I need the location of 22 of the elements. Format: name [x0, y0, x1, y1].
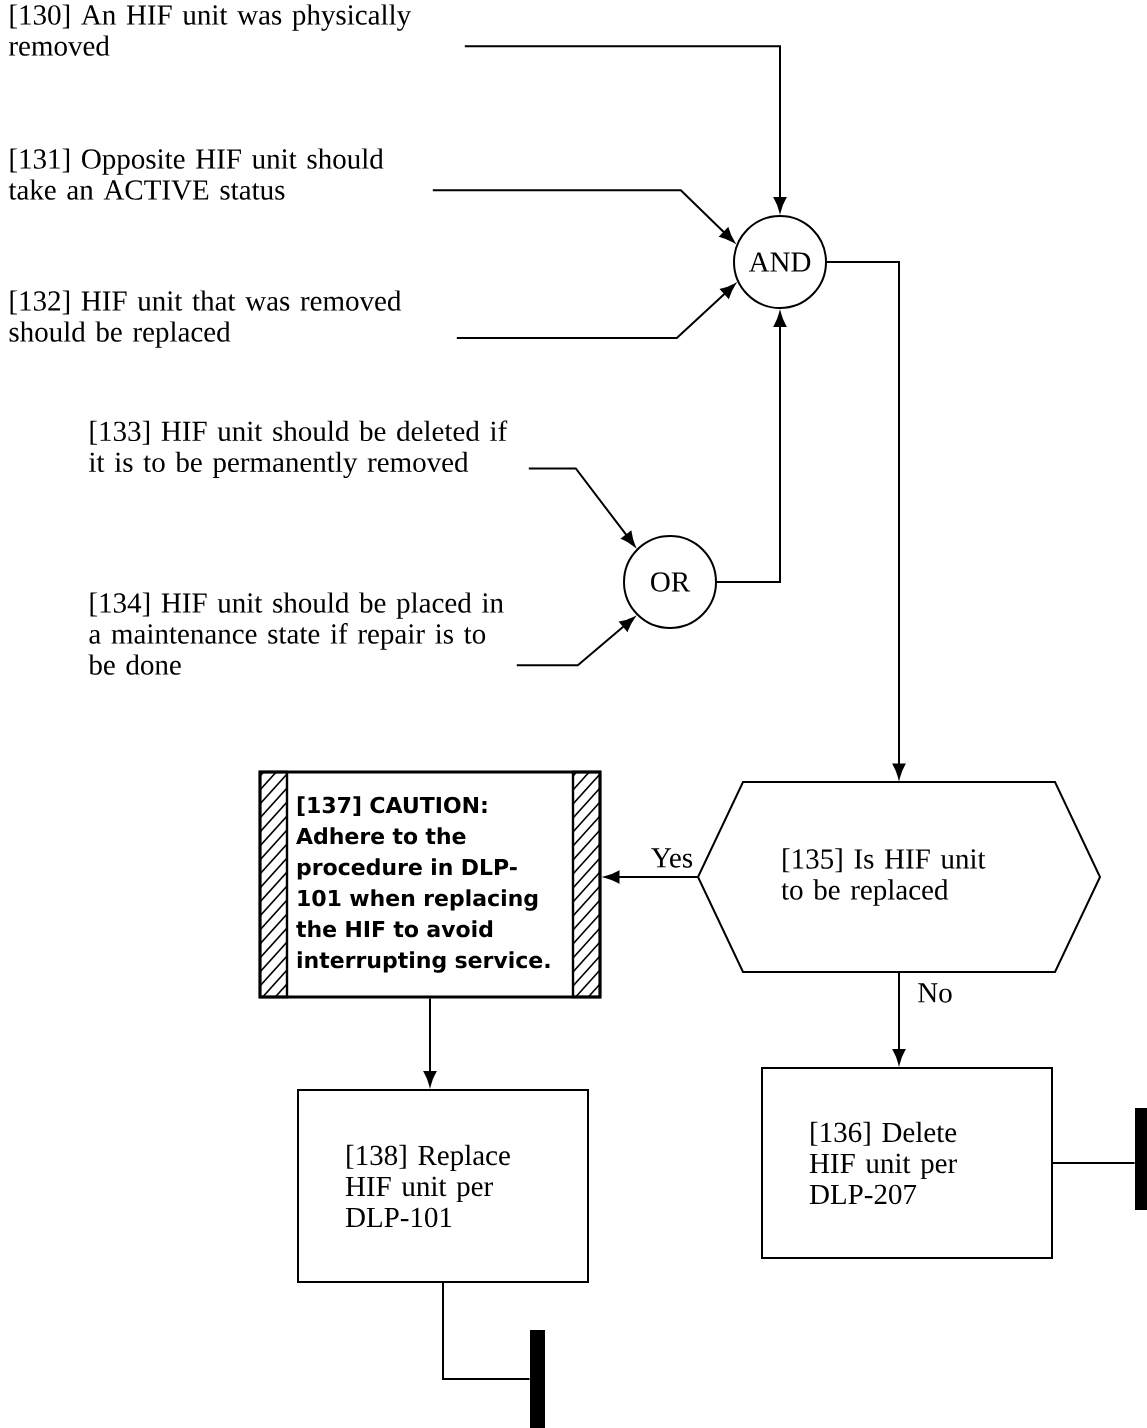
edge-label: No — [915, 981, 955, 1005]
statement-text: [134] HIF unit should be placed in a maintenance state if repair is to be done — [88, 592, 504, 675]
arrow — [604, 870, 699, 884]
end-bar — [530, 1330, 545, 1428]
process-box: [136] Delete HIF unit per DLP-207 — [761, 1067, 1053, 1259]
arrow — [892, 971, 906, 1065]
arrow — [463, 45, 787, 212]
arrow — [716, 312, 787, 583]
arrow — [423, 997, 437, 1086]
statement-text: [133] HIF unit should be deleted if it is to be permanently removed — [89, 420, 508, 479]
edge-label: Yes — [648, 846, 696, 870]
arrow — [826, 261, 906, 779]
arrow — [431, 189, 735, 243]
arrow — [455, 283, 736, 340]
end-bar — [1135, 1108, 1147, 1210]
arrow — [527, 467, 636, 547]
caution-box: [137] CAUTION: Adhere to the procedure in DLP-101 when replacing the HIF to avoid interrupting service. — [258, 770, 602, 999]
process-box: [138] Replace HIF unit per DLP-101 — [297, 1089, 589, 1283]
statement-text: [132] HIF unit that was removed should be replaced — [9, 290, 402, 348]
statement-text: [131] Opposite HIF unit should take an ACTIVE status — [8, 148, 384, 200]
statement-text: [130] An HIF unit was physically removed — [9, 4, 411, 56]
arrow — [515, 616, 635, 667]
